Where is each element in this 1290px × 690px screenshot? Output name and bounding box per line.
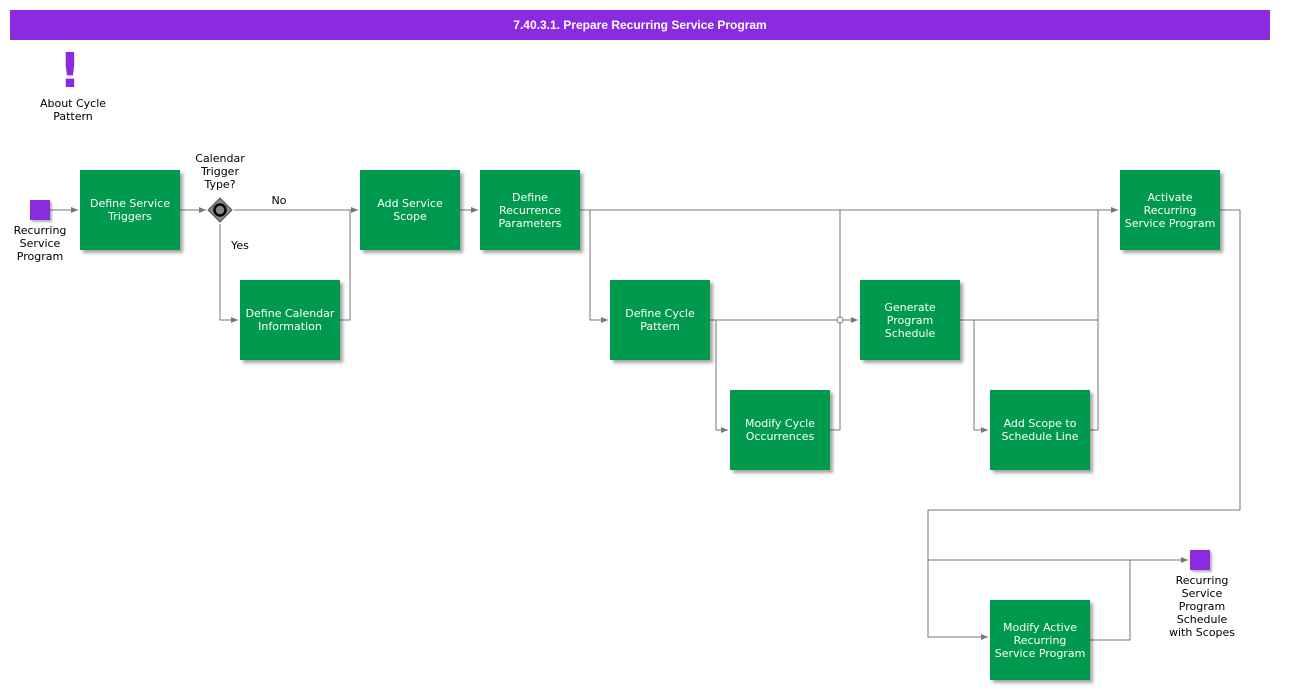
task-define-service-triggers[interactable]: Define Service Triggers: [80, 170, 180, 250]
flow-generate-to-activate: [960, 210, 1099, 321]
task-add-scope-to-schedule-line[interactable]: Add Scope to Schedule Line: [990, 390, 1090, 470]
exclusive-gateway-icon[interactable]: [207, 197, 233, 223]
task-label: Define Cycle Pattern: [625, 307, 695, 333]
task-define-cycle-pattern[interactable]: Define Cycle Pattern: [610, 280, 710, 360]
exclamation-icon[interactable]: !: [59, 43, 81, 99]
end-event[interactable]: [1190, 550, 1210, 570]
task-label: Add Scope to Schedule Line: [1001, 417, 1079, 443]
task-modify-cycle-occurrences[interactable]: Modify Cycle Occurrences: [730, 390, 830, 470]
merge-junction: [836, 316, 844, 324]
task-add-service-scope[interactable]: Add Service Scope: [360, 170, 460, 250]
flow-calendar-to-scope: [340, 210, 351, 321]
task-label: Define Service Triggers: [89, 197, 171, 223]
task-label: Activate Recurring Service Program: [1124, 190, 1216, 230]
start-event-label: Recurring Service Program: [13, 224, 67, 263]
flow-recurrence-to-cycle: [589, 210, 608, 323]
task-define-calendar-information[interactable]: Define Calendar Information: [240, 280, 340, 360]
flow-modify-back: [830, 320, 841, 431]
flow-modify-active-to-end: [1090, 560, 1131, 641]
gateway-yes-label: Yes: [231, 239, 249, 252]
flow-cycle-to-modify: [715, 320, 728, 433]
gateway-label: Calendar Trigger Type?: [195, 152, 245, 191]
task-activate-recurring-service-program[interactable]: Activate Recurring Service Program: [1120, 170, 1220, 250]
task-modify-active-recurring-service-program[interactable]: Modify Active Recurring Service Program: [990, 600, 1090, 680]
task-label: Modify Cycle Occurrences: [744, 417, 815, 443]
flow-gateway-yes: [219, 224, 238, 323]
flow-to-modify-active: [927, 560, 988, 640]
flow-addscope-back: [1090, 320, 1099, 431]
task-label: Define Calendar Information: [245, 307, 335, 333]
task-label: Generate Program Schedule: [884, 300, 936, 340]
flow-activate-out: [927, 209, 1241, 560]
task-label: Add Service Scope: [377, 197, 443, 223]
end-event-label: Recurring Service Program Schedule with …: [1168, 574, 1236, 639]
diagram-title: 7.40.3.1. Prepare Recurring Service Prog…: [10, 10, 1270, 40]
task-define-recurrence-parameters[interactable]: Define Recurrence Parameters: [480, 170, 580, 250]
annotation-label: About Cycle Pattern: [39, 97, 107, 123]
task-label: Modify Active Recurring Service Program: [994, 620, 1086, 660]
start-event[interactable]: [30, 200, 50, 220]
flow-generate-to-addscope: [973, 320, 988, 433]
task-label: Define Recurrence Parameters: [498, 190, 562, 230]
task-generate-program-schedule[interactable]: Generate Program Schedule: [860, 280, 960, 360]
gateway-no-label: No: [271, 194, 287, 207]
